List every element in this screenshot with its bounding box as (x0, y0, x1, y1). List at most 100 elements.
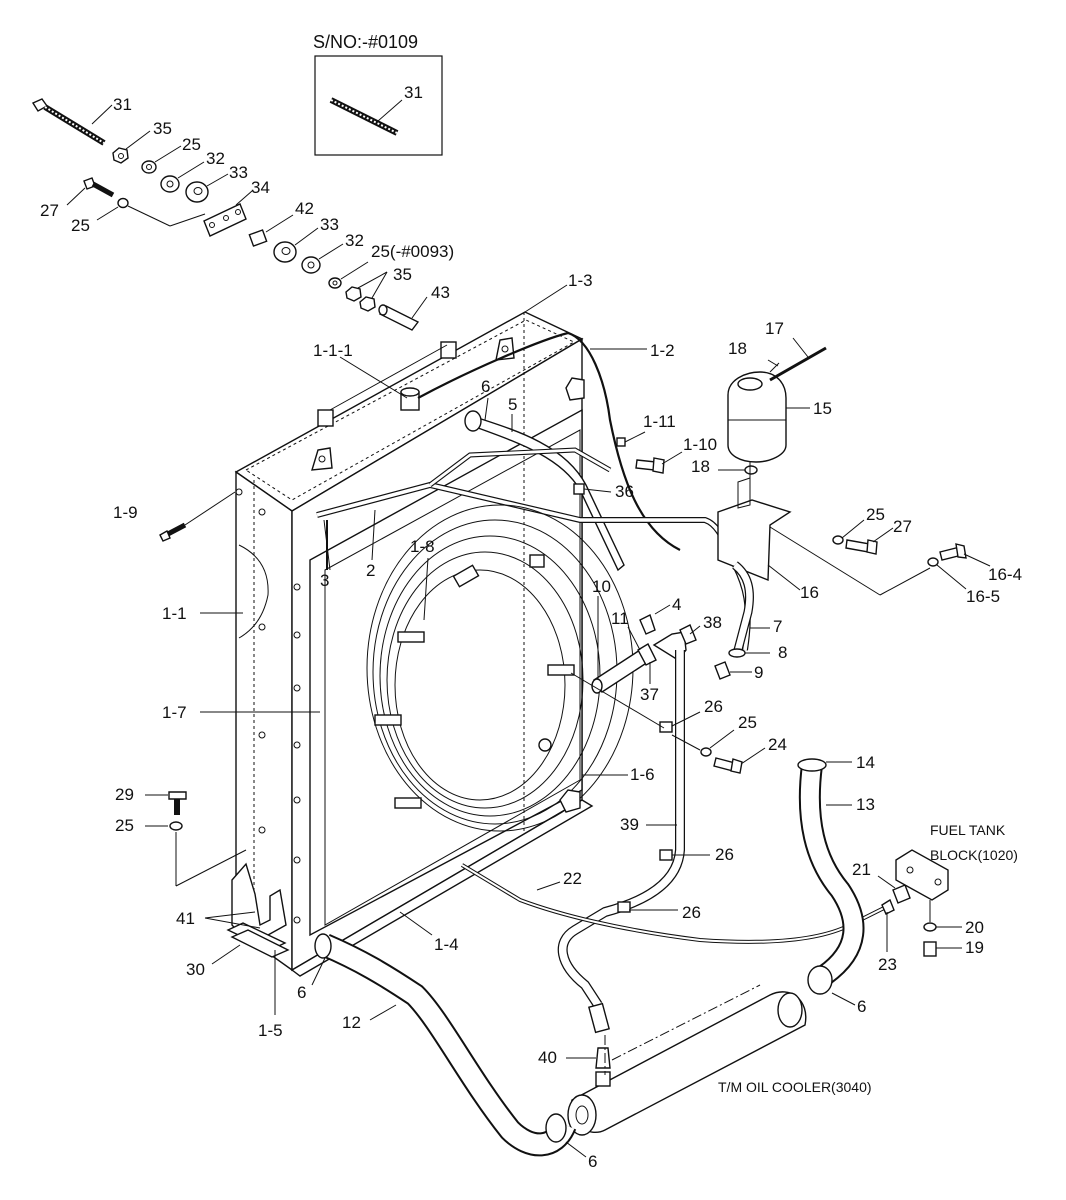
label-26-mid: 26 (715, 845, 734, 864)
label-16-5: 16-5 (966, 587, 1000, 606)
label-22: 22 (563, 869, 582, 888)
label-1-1: 1-1 (162, 604, 187, 623)
label-1-6: 1-6 (630, 765, 655, 784)
collar-42 (248, 229, 268, 247)
label-12: 12 (342, 1013, 361, 1032)
label-4: 4 (672, 595, 681, 614)
label-32-lower: 32 (345, 231, 364, 250)
clip-26-mid (659, 849, 673, 861)
label-25-left: 25 (71, 216, 90, 235)
label-31-inset: 31 (404, 83, 423, 102)
oil-cooler-label: T/M OIL COOLER(3040) (718, 1079, 872, 1095)
label-31: 31 (113, 95, 132, 114)
label-40: 40 (538, 1048, 557, 1067)
lower-bracket-41 (226, 862, 290, 958)
fitting-4 (639, 614, 656, 635)
fitting-21 (892, 884, 911, 904)
bracket-16 (717, 477, 792, 582)
clamp-6-bottom (545, 1113, 567, 1143)
label-27-top: 27 (40, 201, 59, 220)
plate-34 (203, 203, 247, 237)
nuts-35 (345, 286, 376, 312)
fuel-tank-label-line2: BLOCK(1020) (930, 847, 1018, 863)
top-bracket-left (317, 409, 334, 427)
label-32-top: 32 (206, 149, 225, 168)
plug-19 (923, 941, 937, 957)
hose-13 (797, 758, 865, 984)
bolt-27-right (845, 539, 878, 555)
overflow-tube (417, 331, 681, 551)
label-38: 38 (703, 613, 722, 632)
label-17: 17 (765, 319, 784, 338)
label-10: 10 (592, 577, 611, 596)
label-25-top: 25 (182, 135, 201, 154)
fitting-9 (714, 661, 731, 680)
label-1-9: 1-9 (113, 503, 138, 522)
clamp-6-right (807, 965, 833, 995)
bolt-16-4 (939, 543, 967, 561)
label-8: 8 (778, 643, 787, 662)
washer-25-mid (700, 747, 712, 757)
label-35: 35 (153, 119, 172, 138)
frame-cutaway (238, 544, 269, 639)
label-16-4: 16-4 (988, 565, 1022, 584)
label-1-7: 1-7 (162, 703, 187, 722)
label-1-8: 1-8 (410, 537, 435, 556)
label-41: 41 (176, 909, 195, 928)
label-19: 19 (965, 938, 984, 957)
reservoir-group: 15 17 18 18 16 25 27 16-4 16-5 (691, 319, 1022, 680)
label-15: 15 (813, 399, 832, 418)
label-36: 36 (615, 482, 634, 501)
label-25-mid: 25 (738, 713, 757, 732)
mount-boss-1 (311, 447, 333, 471)
cap-pin-17 (769, 346, 827, 382)
clamp-8 (728, 648, 746, 658)
cushion-33 (185, 181, 209, 203)
label-3: 3 (320, 571, 329, 590)
label-25-bottom: 25 (115, 816, 134, 835)
label-5: 5 (508, 395, 517, 414)
long-bolt-31 (31, 98, 106, 146)
fitting-23 (881, 898, 895, 915)
label-27-right: 27 (893, 517, 912, 536)
label-29: 29 (115, 785, 134, 804)
bolt-24 (713, 757, 743, 774)
washer-16-5 (927, 557, 939, 567)
o-ring-18 (744, 465, 758, 475)
label-33-lower: 33 (320, 215, 339, 234)
radiator-assembly (226, 311, 751, 977)
bolt-29 (168, 791, 187, 815)
label-18-lower: 18 (691, 457, 710, 476)
fuel-tank-label-line1: FUEL TANK (930, 822, 1006, 838)
clip-26-upper (659, 721, 673, 733)
label-6-left: 6 (297, 983, 306, 1002)
bolt-1-10 (635, 457, 665, 474)
label-37: 37 (640, 685, 659, 704)
reservoir-tank-15 (727, 371, 787, 463)
fuel-tank-block (895, 849, 949, 901)
clip-26-lower (617, 901, 631, 913)
serial-inset-title: S/NO:-#0109 (313, 32, 418, 52)
label-1-5: 1-5 (258, 1021, 283, 1040)
label-1-11: 1-11 (643, 412, 676, 431)
label-6-top: 6 (481, 377, 490, 396)
nut-35 (112, 147, 129, 164)
label-33-top: 33 (229, 163, 248, 182)
label-30: 30 (186, 960, 205, 979)
fitting-40 (595, 1047, 611, 1069)
nut-11 (637, 643, 657, 666)
hose-39 (557, 650, 685, 1034)
label-6-bottom: 6 (588, 1152, 597, 1171)
label-16: 16 (800, 583, 819, 602)
label-26-upper: 26 (704, 697, 723, 716)
serial-inset-box: S/NO:-#0109 31 (313, 32, 443, 156)
label-14: 14 (856, 753, 875, 772)
washer-25-lower (328, 277, 342, 289)
label-1-3: 1-3 (568, 271, 593, 290)
serial-inset-frame (314, 55, 443, 156)
label-13: 13 (856, 795, 875, 814)
pin-43 (378, 304, 420, 331)
label-6-right: 6 (857, 997, 866, 1016)
label-9: 9 (754, 663, 763, 682)
